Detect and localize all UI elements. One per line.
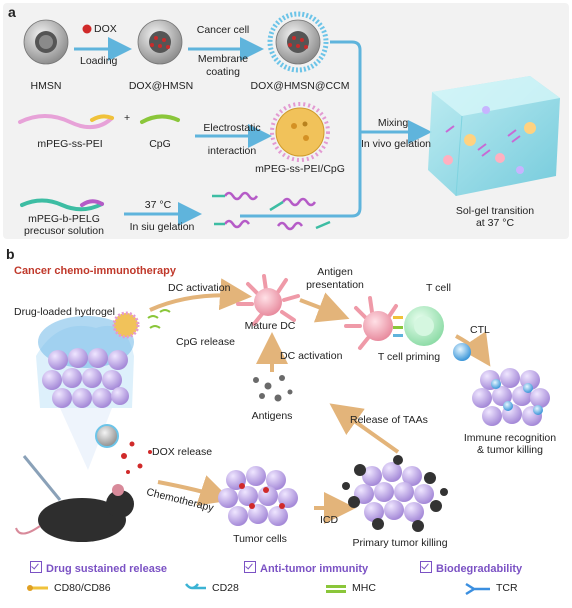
- feature-biodegradability: Biodegradability: [420, 560, 522, 576]
- label-cpg: CpG: [149, 138, 171, 150]
- legend-mhc: MHC: [352, 582, 376, 594]
- label-coating: coating: [206, 66, 240, 78]
- label-mpeg-ss-pei-cpg: mPEG-ss-PEI/CpG: [255, 163, 345, 175]
- cpg-particle-released: [112, 311, 140, 339]
- label-tumor-cells: Tumor cells: [233, 533, 287, 545]
- dox-dot: [82, 24, 92, 34]
- antigen-dots: [253, 375, 293, 402]
- dox-particle-released: [95, 424, 119, 448]
- bracket-line: [240, 40, 362, 218]
- label-sol-gel: Sol-gel transition: [455, 205, 535, 217]
- label-presentation: presentation: [306, 279, 364, 291]
- mouse-illustration: [15, 484, 134, 542]
- dox-hmsn-ccm-particle: [267, 11, 329, 73]
- label-electrostatic: Electrostatic: [203, 122, 261, 134]
- label-immune-recognition: Immune recognition: [463, 432, 557, 444]
- label-mixing: Mixing: [377, 117, 409, 129]
- label-release-taas: Release of TAAs: [350, 414, 428, 426]
- polyplex-particle: [270, 102, 330, 162]
- checkbox-icon: [420, 561, 432, 573]
- feature-label: Drug sustained release: [46, 563, 168, 575]
- label-mpeg-ss-pei: mPEG-ss-PEI: [37, 138, 103, 150]
- mpeg-b-pelg-strand: [20, 198, 104, 212]
- legend-tcr: TCR: [496, 582, 518, 594]
- label-mature-dc: Mature DC: [244, 320, 296, 332]
- purple-cell-cluster-left: [42, 348, 129, 408]
- label-hmsn: HMSN: [30, 80, 62, 92]
- label-t-cell: T cell: [426, 282, 451, 294]
- feature-anti-tumor-immunity: Anti-tumor immunity: [244, 560, 368, 576]
- primary-tumor-killing-cluster: [342, 455, 448, 532]
- dox-dots-released: [121, 441, 152, 474]
- helix-assemblies: [212, 191, 331, 231]
- tumor-cells-cluster: [218, 466, 298, 526]
- label-dox-release: DOX release: [152, 446, 213, 458]
- label-dox-hmsn: DOX@HMSN: [128, 80, 194, 92]
- label-temp: 37 °C: [144, 199, 172, 211]
- label-tumor-killing: & tumor killing: [477, 444, 543, 456]
- dc-t-cell-synapse: [344, 296, 444, 350]
- mpeg-ss-pei-strand: [18, 114, 114, 130]
- hydrogel-cube: [428, 76, 560, 197]
- syringe: [22, 455, 62, 501]
- label-precursor: precusor solution: [24, 225, 104, 237]
- label-primary-tumor-killing: Primary tumor killing: [352, 537, 448, 549]
- panel-a-letter: a: [8, 4, 16, 20]
- label-membrane: Membrane: [197, 53, 249, 65]
- label-ctl: CTL: [470, 324, 490, 336]
- ctl-cell: [453, 343, 471, 361]
- label-in-vivo: In vivo gelation: [360, 138, 432, 150]
- label-drug-loaded-hydrogel: Drug-loaded hydrogel: [14, 306, 115, 318]
- label-dc-activation-mid: DC activation: [280, 350, 343, 362]
- cpg-strand: [140, 114, 180, 124]
- hmsn-particle: [23, 19, 69, 65]
- label-dox-hmsn-ccm: DOX@HMSN@CCM: [250, 80, 350, 92]
- checkbox-icon: [30, 561, 42, 573]
- label-t-cell-priming: T cell priming: [377, 351, 441, 363]
- cpg-strands-released: [147, 309, 171, 329]
- label-dc-activation-top: DC activation: [168, 282, 231, 294]
- feature-drug-sustained-release: Drug sustained release: [30, 560, 167, 576]
- label-plus: +: [124, 112, 131, 124]
- label-sol-gel-temp: at 37 °C: [475, 217, 515, 229]
- panel-b-title: Cancer chemo-immunotherapy: [14, 265, 176, 277]
- feature-label: Anti-tumor immunity: [260, 563, 369, 575]
- label-interaction: interaction: [207, 145, 257, 157]
- label-mpeg-b-pelg: mPEG-b-PELG: [28, 213, 100, 225]
- label-antigens: Antigens: [251, 410, 293, 422]
- dox-hmsn-particle: [137, 19, 183, 65]
- label-dox: DOX: [94, 23, 117, 35]
- legend-icons: [27, 582, 490, 596]
- legend-cd28: CD28: [212, 582, 239, 594]
- checkbox-icon: [244, 561, 256, 573]
- label-in-situ: In siu gelation: [129, 221, 195, 233]
- label-cpg-release: CpG release: [176, 336, 235, 348]
- immune-recognition-cluster: [472, 368, 550, 426]
- mature-dc-cell: [236, 274, 300, 326]
- label-loading: Loading: [80, 55, 118, 67]
- feature-label: Biodegradability: [436, 563, 523, 575]
- release-cone: [60, 408, 112, 470]
- label-icd: ICD: [320, 514, 339, 526]
- legend-cd80-cd86: CD80/CD86: [54, 582, 111, 594]
- panel-b-letter: b: [6, 246, 15, 262]
- label-antigen: Antigen: [317, 266, 353, 278]
- label-cancer-cell: Cancer cell: [196, 24, 250, 36]
